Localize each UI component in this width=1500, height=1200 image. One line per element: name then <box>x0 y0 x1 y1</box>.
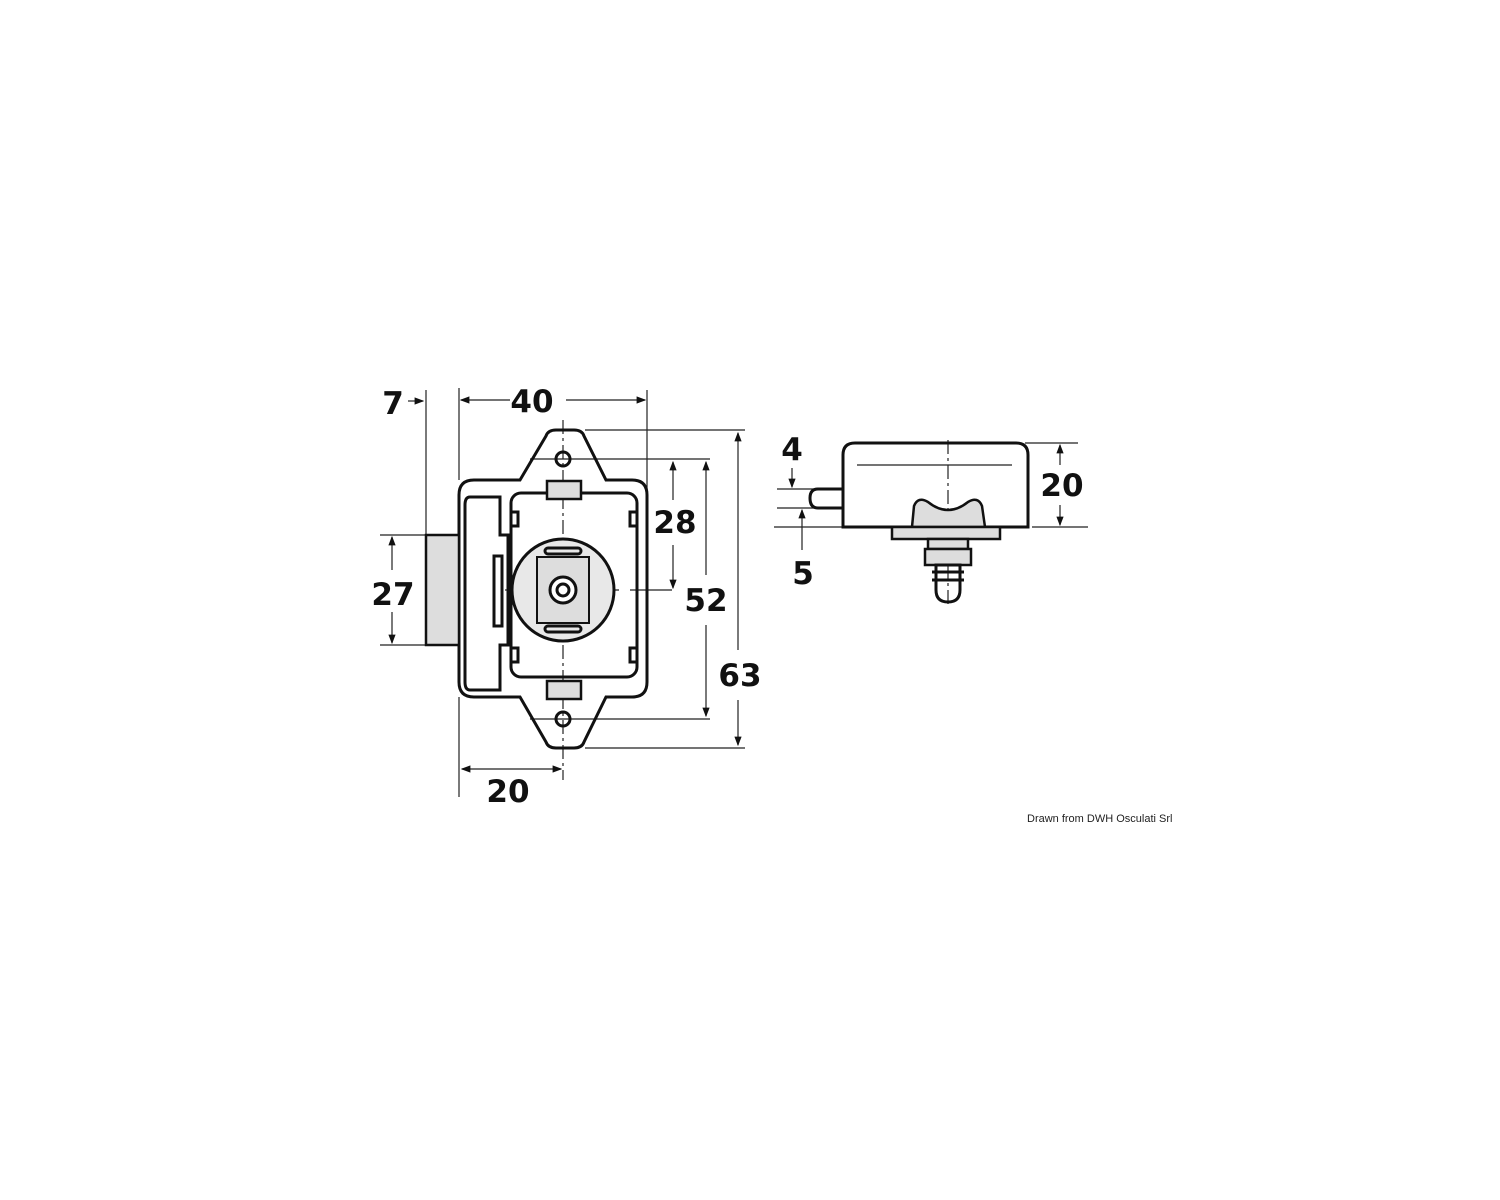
side-extension-lines <box>774 440 1088 608</box>
dim-bolt-projection: 7 <box>382 386 404 422</box>
wing-knob <box>910 498 987 529</box>
side-housing <box>841 441 1030 529</box>
side-pin <box>808 487 843 510</box>
dim-pin-height: 4 <box>781 432 803 468</box>
credit-text: Drawn from DWH Osculati Srl <box>1027 813 1172 825</box>
dim-overall-height: 63 <box>718 658 761 694</box>
side-view: 4 5 20 <box>774 432 1088 608</box>
screw-hole-top <box>554 450 572 468</box>
top-tab <box>545 479 583 501</box>
front-view: 7 40 27 28 52 63 20 <box>371 384 761 810</box>
nut-top <box>926 537 970 551</box>
bolt <box>424 533 461 647</box>
dim-width: 40 <box>510 384 553 420</box>
threaded-stud <box>932 563 964 604</box>
nut <box>923 547 973 567</box>
dim-pin-offset: 5 <box>792 556 814 592</box>
dim-center-offset-side: 20 <box>486 774 529 810</box>
latch-slide <box>463 495 510 692</box>
dim-center-offset-top: 28 <box>653 505 696 541</box>
side-dimension-arrows <box>788 443 1064 550</box>
bolt-slot <box>492 554 504 628</box>
dim-hole-spacing: 52 <box>684 583 727 619</box>
bottom-tab <box>545 679 583 701</box>
dim-depth: 20 <box>1040 468 1083 504</box>
dimension-arrows <box>388 396 742 773</box>
keyhole-icon <box>548 575 578 605</box>
screw-hole-bottom <box>554 710 572 728</box>
latch-body-outline <box>457 428 649 750</box>
dim-bolt-height: 27 <box>371 577 414 613</box>
base-plate <box>890 525 1002 541</box>
